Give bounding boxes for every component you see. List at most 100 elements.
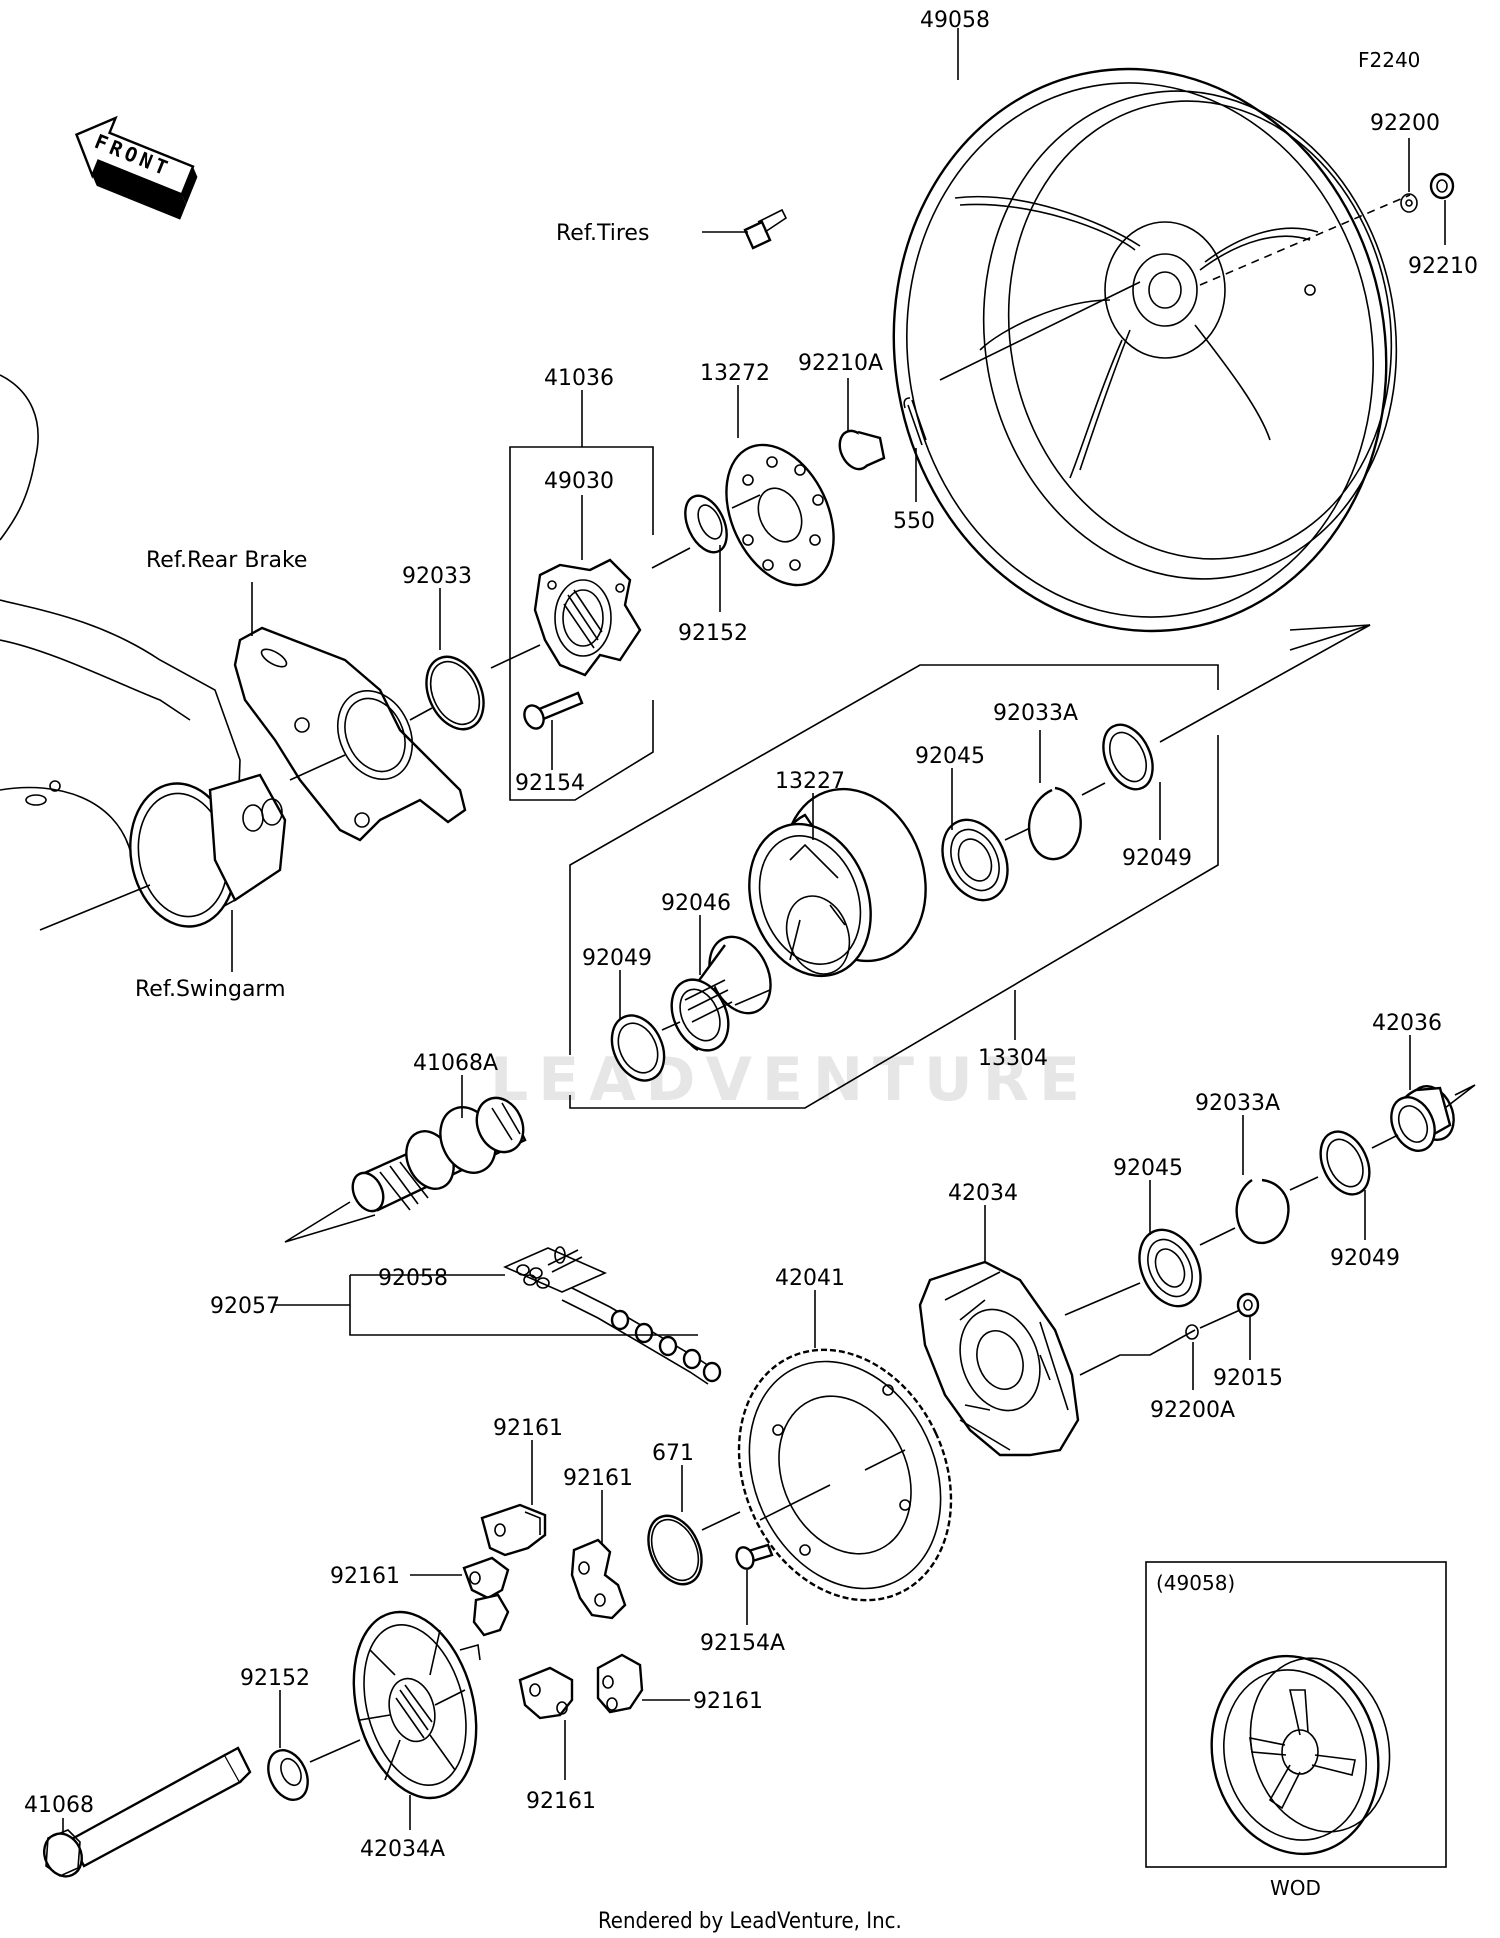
label-92200A: 92200A: [1150, 1398, 1235, 1423]
label-13272: 13272: [700, 361, 770, 386]
seal-92049-mid: [1319, 1130, 1371, 1196]
label-92161-b: 92161: [563, 1466, 633, 1491]
nut-92210: [1429, 172, 1455, 200]
label-42034: 42034: [948, 1181, 1018, 1206]
seal-92049-left: [610, 1014, 666, 1082]
master-link-parts: [516, 1246, 583, 1289]
label-ref-tires: Ref.Tires: [556, 221, 649, 246]
rear-brake-bracket: [233, 626, 467, 842]
label-92049-mid: 92049: [1330, 1246, 1400, 1271]
plate-13272: [725, 443, 835, 587]
watermark: LEADVENTURE: [490, 1045, 1090, 1115]
sprocket-hub-42034: [918, 1260, 1080, 1457]
label-92045-mid: 92045: [1113, 1156, 1183, 1181]
label-92200: 92200: [1370, 111, 1440, 136]
damper-92161-a: [480, 1503, 547, 1557]
hub-13227: [748, 787, 927, 978]
circlip-92033: [425, 655, 485, 731]
rear-wheel-49058: [892, 67, 1398, 633]
bracket-92057: [349, 1275, 698, 1336]
label-92152-top: 92152: [678, 621, 748, 646]
label-550: 550: [893, 509, 935, 534]
damper-92161-e: [596, 1653, 644, 1714]
collar-axis-arrow: [1444, 1084, 1476, 1109]
label-41068: 41068: [24, 1793, 94, 1818]
label-ref-rear-brake: Ref.Rear Brake: [146, 548, 307, 573]
collar-92152-top: [684, 494, 728, 554]
inset-wheel-variant: (49058): [1145, 1561, 1447, 1868]
circlip-92033A-mid: [1235, 1178, 1290, 1245]
coupling-49030: [533, 558, 642, 677]
washer-92200: [1400, 193, 1418, 213]
rear-sprocket-42041: [737, 1348, 953, 1602]
nut-92015: [1236, 1292, 1260, 1318]
swingarm: [0, 374, 287, 928]
axle-41068: [43, 1746, 252, 1878]
wheel-axle-dashline: [1199, 194, 1411, 286]
label-92015: 92015: [1213, 1366, 1283, 1391]
label-92049-left: 92049: [582, 946, 652, 971]
tire-valve-icon: [743, 208, 788, 250]
label-41068A: 41068A: [413, 1051, 498, 1076]
label-92057: 92057: [210, 1294, 280, 1319]
diagram-code: F2240: [1358, 48, 1420, 72]
label-41036: 41036: [544, 366, 614, 391]
label-92161-c: 92161: [330, 1564, 400, 1589]
collar-42036: [1390, 1085, 1455, 1152]
inset-ref-label: (49058): [1156, 1571, 1235, 1595]
swingarm-axis-line: [39, 884, 151, 931]
bearing-92045-top: [941, 818, 1009, 902]
hub-axis-line-right: [1159, 624, 1371, 743]
label-49058: 49058: [920, 8, 990, 33]
label-42041: 42041: [775, 1266, 845, 1291]
damper-92161-b: [570, 1538, 627, 1620]
label-42034A: 42034A: [360, 1837, 445, 1862]
hub-assembly-box-bottom: [569, 735, 1219, 1109]
label-92046: 92046: [661, 891, 731, 916]
drive-chain-92057: [561, 1287, 722, 1385]
inset-caption: WOD: [1270, 1876, 1321, 1900]
label-92161-e: 92161: [693, 1689, 763, 1714]
shaft-41068A: [351, 1096, 527, 1213]
shaft-axis-line: [284, 1201, 376, 1243]
label-49030: 49030: [544, 469, 614, 494]
bracket-41036-bottom: [509, 627, 654, 801]
damper-92161-d: [518, 1666, 574, 1720]
label-92154: 92154: [515, 771, 585, 796]
o-ring-671: [647, 1514, 703, 1586]
seal-92049-right: [1102, 723, 1154, 791]
label-42036: 42036: [1372, 1011, 1442, 1036]
needle-bearing-92046: [670, 935, 772, 1052]
label-92210: 92210: [1408, 254, 1478, 279]
label-92152-bottom: 92152: [240, 1666, 310, 1691]
circlip-92033A-top: [1027, 786, 1082, 861]
label-92049-right: 92049: [1122, 846, 1192, 871]
label-92033A-mid: 92033A: [1195, 1091, 1280, 1116]
label-92154A: 92154A: [700, 1631, 785, 1656]
coupling-42034A: [352, 1610, 481, 1800]
label-671: 671: [652, 1441, 694, 1466]
label-92161-d: 92161: [526, 1789, 596, 1814]
label-92033: 92033: [402, 564, 472, 589]
label-13227: 13227: [775, 769, 845, 794]
collar-92152-bottom: [267, 1749, 309, 1801]
bearing-92045-mid: [1138, 1228, 1202, 1308]
damper-92161-c: [462, 1556, 510, 1637]
master-link-kit-92058: [503, 1247, 607, 1293]
bolt-92154A: [735, 1543, 774, 1570]
front-arrow-icon: [74, 115, 198, 220]
cotter-pin-550: [903, 397, 927, 446]
label-92045-top: 92045: [915, 744, 985, 769]
nut-92210A: [838, 429, 886, 471]
label-92161-a: 92161: [493, 1416, 563, 1441]
label-92210A: 92210A: [798, 351, 883, 376]
label-ref-swingarm: Ref.Swingarm: [135, 977, 286, 1002]
hub-assembly-box-top: [569, 664, 1219, 1055]
footer-credit: Rendered by LeadVenture, Inc.: [598, 1909, 902, 1934]
wheel-hub-line: [939, 281, 1141, 381]
label-13304: 13304: [978, 1046, 1048, 1071]
bolt-92154: [523, 691, 584, 730]
label-92058: 92058: [378, 1266, 448, 1291]
label-92033A-top: 92033A: [993, 701, 1078, 726]
